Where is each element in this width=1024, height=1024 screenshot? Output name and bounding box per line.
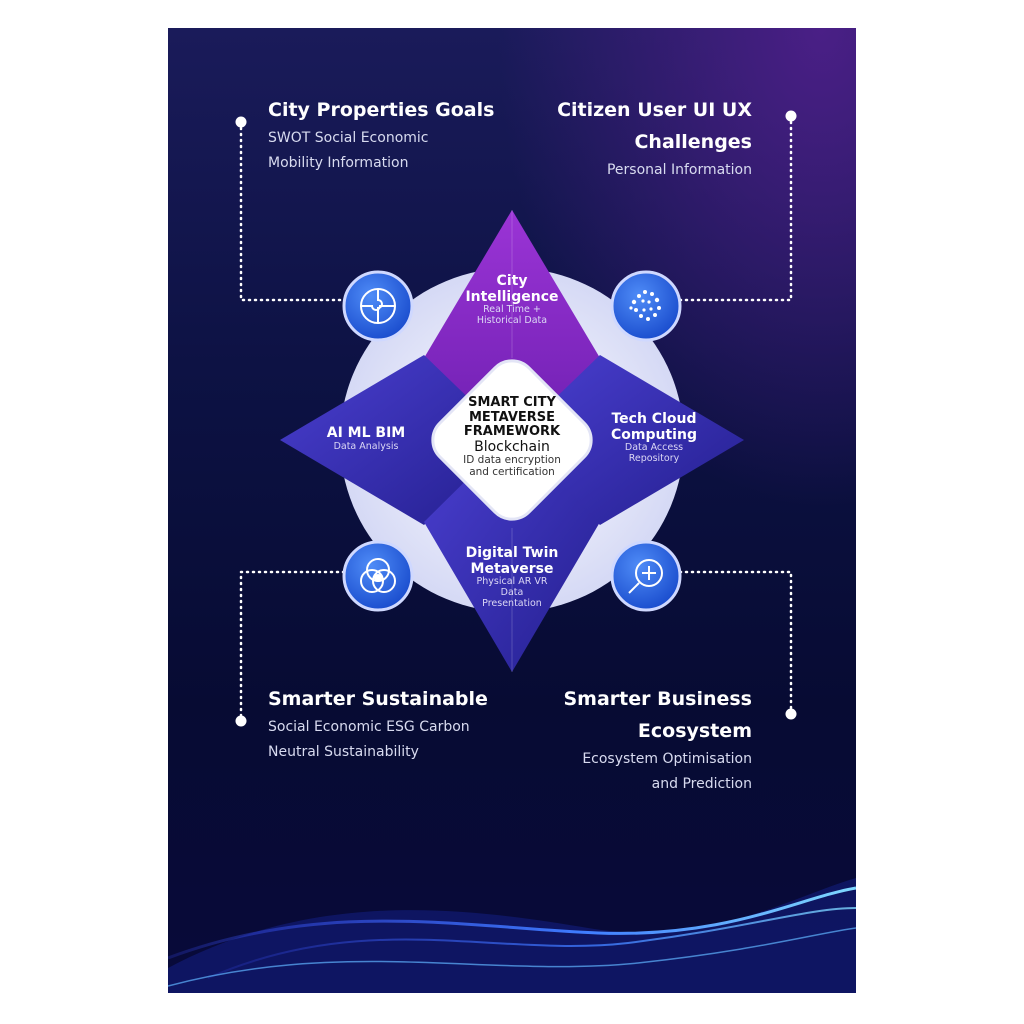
tech-cloud-label: Tech Cloud Computing Data Access Reposit… [594, 411, 714, 465]
block-line: and Prediction [651, 776, 752, 792]
connector-dots [235, 110, 797, 727]
connector-lines [239, 114, 793, 723]
center-diamond [431, 359, 593, 521]
venn-circles-icon [342, 540, 414, 612]
label-title: AI ML BIM [326, 425, 406, 441]
kite-top [424, 210, 600, 445]
label-sub: Historical Data [476, 314, 548, 326]
label-sub: and certification [469, 466, 555, 479]
label-sub: Physical AR VR [476, 576, 548, 588]
kite-right [512, 355, 744, 525]
block-title: City Properties Goals [268, 99, 495, 121]
label-sub: Presentation [482, 597, 542, 609]
label-sub: ID data encryption [463, 454, 561, 467]
label-title: Metaverse [470, 560, 554, 577]
block-line: Social Economic ESG Carbon [268, 719, 470, 735]
label-title: Computing [611, 426, 697, 443]
label-title: FRAMEWORK [463, 424, 561, 440]
label-title: SMART CITY [468, 395, 556, 410]
label-title: Digital Twin [465, 545, 559, 561]
block-line: Mobility Information [268, 155, 409, 171]
label-sub: Real Time + [483, 304, 541, 316]
puzzle-globe-icon [342, 270, 414, 342]
block-line: Personal Information [606, 162, 752, 178]
ai-ml-bim-label: AI ML BIM Data Analysis [306, 425, 426, 452]
city-intelligence-label: City Intelligence Real Time + Historical… [452, 273, 572, 327]
label-subtitle: Blockchain [474, 438, 550, 455]
block-line: Ecosystem Optimisation [582, 751, 752, 767]
block-title: Challenges [634, 131, 752, 153]
citizen-user-block: Citizen User UI UX Challenges Personal I… [557, 94, 752, 183]
block-title: Citizen User UI UX [557, 99, 752, 121]
kite-bottom [424, 435, 600, 672]
label-title: METAVERSE [468, 409, 556, 425]
label-title: Intelligence [465, 288, 559, 305]
smarter-business-block: Smarter Business Ecosystem Ecosystem Opt… [564, 683, 753, 797]
label-sub: Repository [628, 452, 680, 464]
magnify-plus-icon [610, 540, 682, 612]
smarter-sustainable-block: Smarter Sustainable Social Economic ESG … [268, 683, 488, 765]
diagram-graphic [168, 110, 856, 993]
city-properties-block: City Properties Goals SWOT Social Econom… [268, 94, 494, 176]
block-title: Ecosystem [637, 720, 752, 742]
kite-left [280, 355, 512, 525]
infographic-poster: City Properties Goals SWOT Social Econom… [168, 28, 856, 993]
iota-dots-icon [610, 270, 682, 342]
digital-twin-label: Digital Twin Metaverse Physical AR VR Da… [452, 545, 572, 609]
label-title: City [496, 273, 528, 289]
label-sub: Data [500, 586, 524, 598]
wave-decoration [168, 878, 856, 993]
label-sub: Data Analysis [333, 440, 399, 452]
block-title: Smarter Sustainable [268, 688, 488, 710]
block-line: SWOT Social Economic [268, 130, 429, 146]
block-line: Neutral Sustainability [268, 744, 419, 760]
label-title: Tech Cloud [611, 411, 697, 427]
block-title: Smarter Business [563, 688, 753, 710]
label-sub: Data Access [624, 442, 684, 454]
center-framework-label: SMART CITY METAVERSE FRAMEWORK Blockchai… [442, 395, 582, 479]
